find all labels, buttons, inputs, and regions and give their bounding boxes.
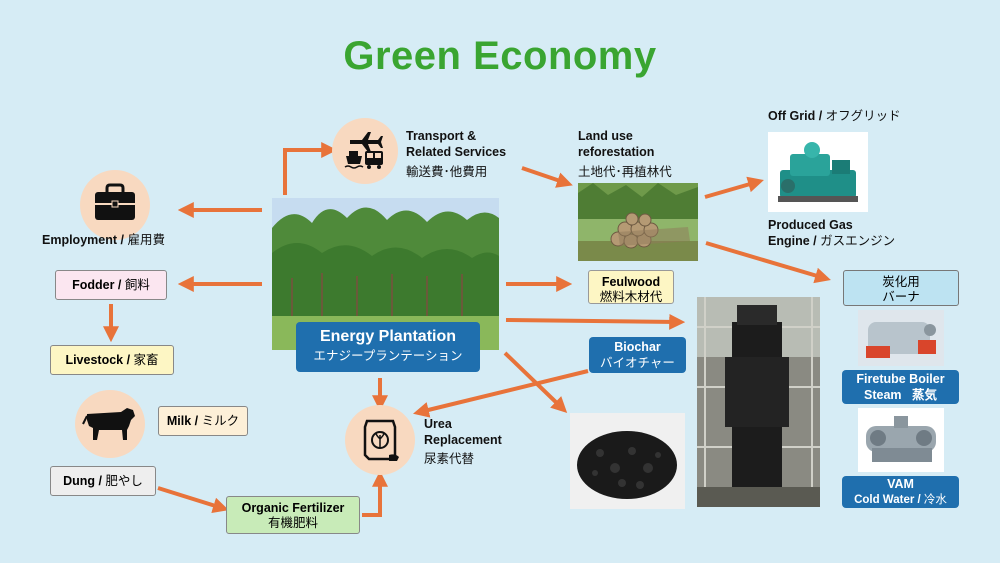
- briefcase-icon: [95, 183, 135, 220]
- fodder-jp: 飼料: [124, 278, 150, 292]
- landuse-line1: Land use: [578, 129, 633, 143]
- transport-label: Transport & Related Services 輸送費･他費用: [406, 128, 506, 180]
- arrow-to-offgrid: [704, 176, 764, 199]
- organic-en: Organic Fertilizer: [241, 501, 345, 515]
- biochar-box: Biochar バイオチャー: [589, 337, 686, 373]
- employment-circle: [80, 170, 150, 240]
- urea-line1: Urea: [424, 417, 452, 431]
- arrow-to-burner: [705, 241, 831, 284]
- boiler-image: [858, 310, 944, 366]
- gasifier-image: [697, 297, 820, 507]
- biochar-jp: バイオチャー: [600, 356, 675, 370]
- employment-jp: 雇用費: [127, 233, 165, 247]
- urea-line2: Replacement: [424, 433, 502, 447]
- vam-line2-en: Cold Water /: [854, 494, 924, 506]
- vam-box: VAM Cold Water / 冷水: [842, 476, 959, 508]
- gas-engine-image: [768, 132, 868, 212]
- offgrid-jp: オフグリッド: [825, 109, 901, 123]
- arrow-to-gasifier: [505, 313, 686, 330]
- feulwood-jp: 燃料木材代: [599, 290, 663, 304]
- biochar-image: [570, 413, 685, 509]
- dung-box: Dung / 肥やし: [50, 466, 156, 496]
- arrow-dung-to-organic: [157, 486, 229, 514]
- urea-circle: [345, 405, 415, 475]
- livestock-jp: 家畜: [133, 353, 159, 367]
- urea-label: Urea Replacement 尿素代替: [424, 416, 502, 467]
- employment-en: Employment /: [42, 233, 128, 247]
- landuse-line2: reforestation: [578, 145, 655, 159]
- feulwood-en: Feulwood: [601, 275, 661, 289]
- milk-jp: ミルク: [201, 414, 240, 428]
- gas-engine-label: Produced Gas Engine / ガスエンジン: [768, 217, 895, 249]
- livestock-en: Livestock /: [65, 353, 134, 367]
- transport-icon: [344, 132, 383, 169]
- energy-plantation-en: Energy Plantation: [319, 328, 457, 345]
- arrow-to-biochar-image: [503, 351, 568, 413]
- organic-jp: 有機肥料: [267, 516, 318, 530]
- burner-line2: バーナ: [882, 290, 920, 304]
- landuse-label: Land use reforestation 土地代･再植林代: [578, 128, 672, 180]
- energy-plantation-jp: エナジープランテーション: [313, 349, 463, 363]
- transport-line1: Transport &: [406, 129, 477, 143]
- landuse-jp: 土地代･再植林代: [578, 165, 672, 179]
- cow-circle: [75, 390, 145, 458]
- gas-engine-line1: Produced Gas: [768, 218, 853, 232]
- biochar-en: Biochar: [614, 340, 661, 354]
- transport-line2: Related Services: [406, 145, 507, 159]
- offgrid-en: Off Grid /: [768, 109, 826, 123]
- gas-engine-line2-en: Engine /: [768, 234, 821, 248]
- boiler-box: Firetube Boiler Steam 蒸気: [842, 370, 959, 404]
- offgrid-label: Off Grid / オフグリッド: [768, 108, 901, 124]
- burner-line1: 炭化用: [882, 275, 920, 289]
- organic-fertilizer-box: Organic Fertilizer 有機肥料: [226, 496, 360, 534]
- vam-line1: VAM: [887, 477, 914, 491]
- boiler-line1: Firetube Boiler: [856, 372, 945, 386]
- boiler-line2-jp: 蒸気: [911, 388, 937, 402]
- boiler-line2-en: Steam: [864, 388, 902, 402]
- employment-label: Employment / 雇用費: [42, 232, 165, 248]
- vam-chiller-image: [858, 408, 944, 472]
- vam-line2-jp: 冷水: [923, 494, 947, 506]
- energy-plantation-box: Energy Plantation エナジープランテーション: [296, 322, 480, 372]
- transport-jp: 輸送費･他費用: [406, 165, 488, 179]
- arrow-transport-to-landuse: [521, 166, 573, 188]
- dung-jp: 肥やし: [105, 474, 143, 488]
- milk-box: Milk / ミルク: [158, 406, 248, 436]
- burner-box: 炭化用 バーナ: [843, 270, 959, 306]
- fodder-box: Fodder / 飼料: [55, 270, 167, 300]
- fertilizer-bag-icon: [363, 419, 399, 461]
- dung-en: Dung /: [63, 474, 106, 488]
- transport-circle: [332, 118, 398, 184]
- milk-en: Milk /: [166, 414, 202, 428]
- urea-jp: 尿素代替: [424, 452, 475, 466]
- arrow-biochar-to-urea: [413, 369, 589, 418]
- arrow-organic-to-urea: [362, 470, 388, 517]
- fodder-en: Fodder /: [72, 278, 125, 292]
- feulwood-box: Feulwood 燃料木材代: [588, 270, 674, 304]
- logs-image: [578, 183, 698, 261]
- cow-icon: [82, 408, 135, 440]
- page-title: Green Economy: [343, 34, 657, 78]
- arrow-to-transport: [283, 142, 338, 195]
- gas-engine-line2-jp: ガスエンジン: [820, 234, 896, 248]
- livestock-box: Livestock / 家畜: [50, 345, 174, 375]
